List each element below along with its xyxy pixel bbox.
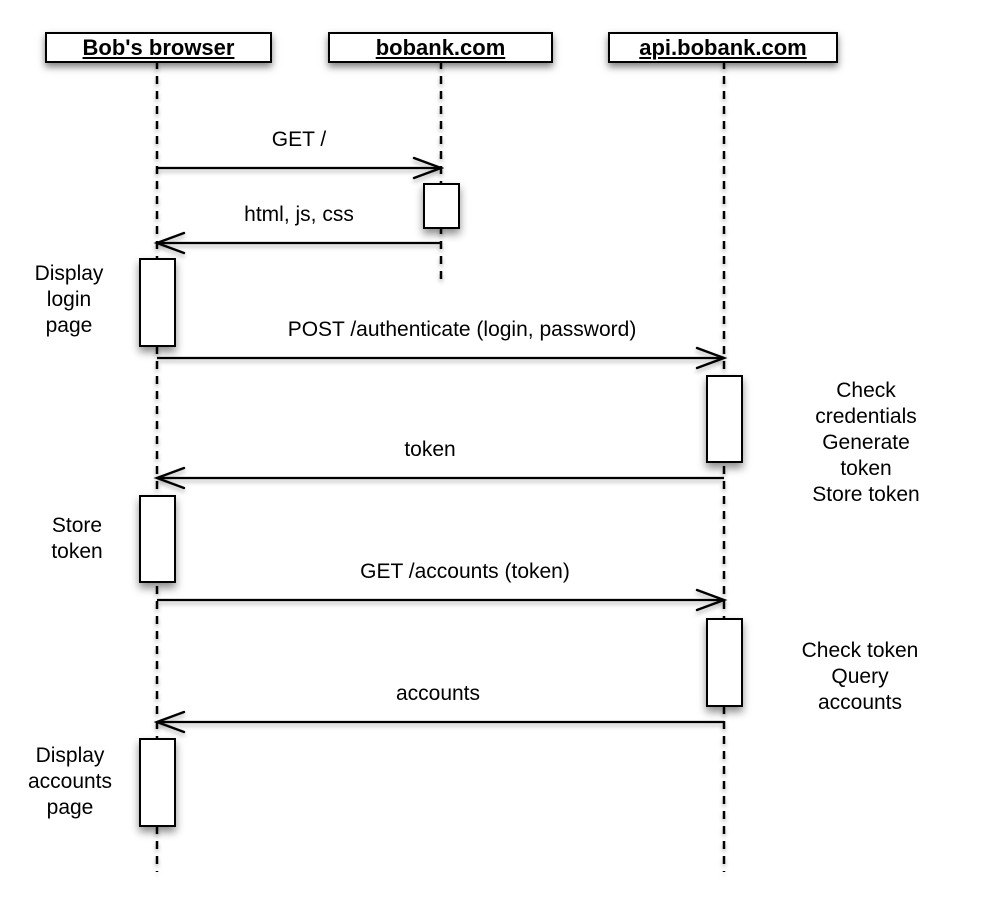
message-arrow-html-js-css <box>153 231 441 255</box>
message-label-post-authenticate: POST /authenticate (login, password) <box>287 318 637 341</box>
activation-api-authenticate <box>706 375 743 463</box>
actor-bobank: bobank.com <box>328 32 553 63</box>
activation-browser-display-login <box>139 258 176 347</box>
message-arrow-get-accounts <box>157 588 728 612</box>
activation-browser-display-accounts <box>139 738 176 827</box>
message-arrow-token <box>153 466 724 490</box>
note-display-login-page: Display login page <box>34 262 104 337</box>
message-label-token: token <box>404 438 456 461</box>
note-display-accounts-page: Display accounts page <box>27 744 113 819</box>
note-store-token: Store token <box>51 514 103 563</box>
message-label-get-accounts: GET /accounts (token) <box>360 560 570 583</box>
message-label-get-root: GET / <box>271 128 327 151</box>
message-arrow-post-authenticate <box>157 346 728 370</box>
message-label-html-js-css: html, js, css <box>244 203 354 226</box>
note-check-credentials: Check credentials Generate token Store t… <box>812 379 920 506</box>
actor-api-bobank: api.bobank.com <box>608 32 838 63</box>
actor-bobs-browser: Bob's browser <box>45 32 272 63</box>
activation-bobank-serve-page <box>423 183 460 229</box>
message-arrow-accounts <box>153 710 724 734</box>
activation-browser-store-token <box>139 495 176 583</box>
activation-api-accounts <box>706 618 743 707</box>
message-label-accounts: accounts <box>395 682 481 705</box>
note-check-token: Check token Query accounts <box>801 639 919 714</box>
message-arrow-get-root <box>157 156 445 180</box>
